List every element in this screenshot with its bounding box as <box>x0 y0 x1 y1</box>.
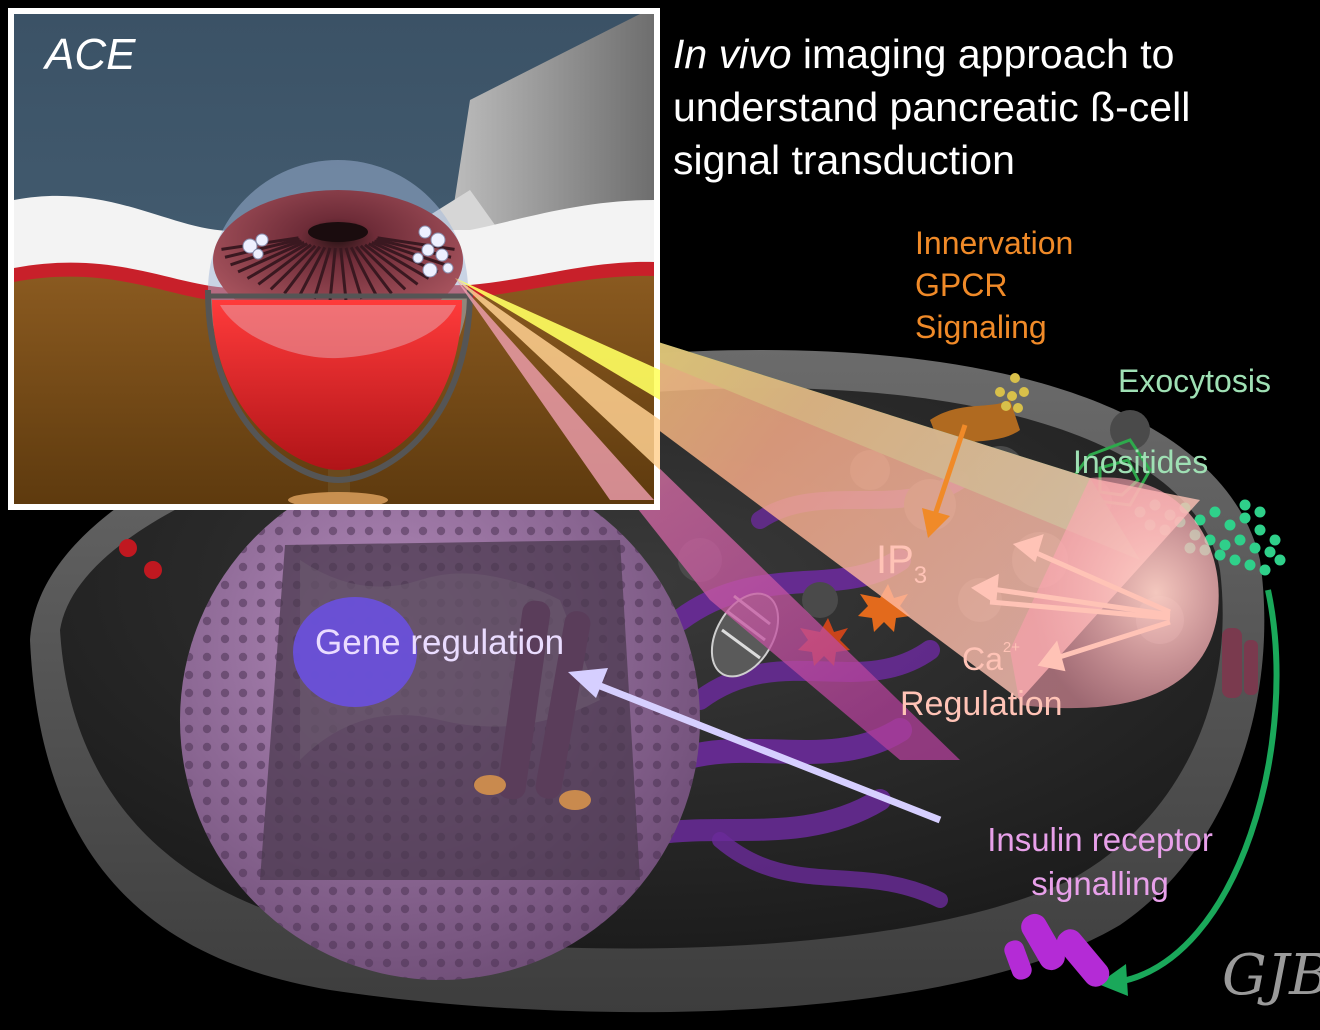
secretory-granule <box>1229 554 1241 566</box>
iris-striation <box>349 246 379 298</box>
title-line-2: understand pancreatic ß-cell <box>673 84 1191 130</box>
iris-striation <box>359 244 407 291</box>
insulin-receptor-molecules <box>1004 913 1110 987</box>
title-line-1: In vivo imaging approach to <box>673 28 1313 81</box>
secretory-granule <box>1244 559 1256 571</box>
secretory-granule <box>1219 539 1231 551</box>
secretory-granule <box>1209 506 1221 518</box>
secretory-granule <box>1259 564 1271 576</box>
beam-origin <box>455 278 660 500</box>
iris-striations <box>221 236 455 301</box>
chromatin-blob <box>293 597 417 707</box>
iris-striation <box>269 244 317 291</box>
title-line-3: signal transduction <box>673 137 1015 183</box>
secretory-granule <box>1214 549 1226 561</box>
gene-regulation-arrow <box>568 668 942 824</box>
figure-title: In vivo imaging approach to understand p… <box>673 28 1313 187</box>
iris-striation <box>297 246 327 298</box>
regulation-label: Regulation <box>900 685 1063 723</box>
artist-signature: GJB <box>1222 943 1320 1008</box>
iris-striation <box>364 243 419 286</box>
title-italic: In vivo <box>673 31 792 77</box>
secretory-granule <box>1239 499 1251 511</box>
signalling-text: signalling <box>1031 865 1169 902</box>
iris-striation <box>246 242 309 280</box>
iris-striation <box>283 245 322 295</box>
inositides-label: Inositides <box>1073 444 1209 480</box>
insulin-receptor-label: Insulin receptor signalling <box>940 818 1260 906</box>
calcium-text: Ca <box>962 641 1003 677</box>
innervation-arrow <box>922 424 968 538</box>
iris-striation <box>367 242 430 280</box>
iris-striation <box>312 247 332 300</box>
nucleus <box>180 460 700 980</box>
membrane-proteins <box>119 539 162 579</box>
exocytosis-return-arrow <box>1098 589 1280 996</box>
secretory-granule <box>1274 554 1286 566</box>
ip3-label: IP3 <box>876 538 927 589</box>
signal-halo <box>1010 477 1219 709</box>
secretory-granule <box>1249 542 1261 554</box>
title-line-1-rest: imaging approach to <box>791 31 1175 77</box>
iris-striation <box>257 243 312 286</box>
iris-striation <box>224 237 301 259</box>
ace-label: ACE <box>45 30 136 79</box>
iris-striation <box>373 239 446 267</box>
iris-striation <box>377 236 455 251</box>
secretory-granule <box>1269 534 1281 546</box>
iris-striation <box>344 247 364 300</box>
iris-striation <box>230 239 303 267</box>
secretory-granule <box>1254 506 1266 518</box>
iris-striation <box>339 247 348 301</box>
secretory-granule <box>1264 546 1276 558</box>
secretory-granule <box>1194 514 1206 526</box>
secretory-granule <box>1254 524 1266 536</box>
gpcr-text: GPCR <box>915 267 1008 303</box>
ip3-text: IP <box>876 538 914 582</box>
iris-striation <box>354 245 393 295</box>
calcium-label: Ca2+ <box>962 639 1021 677</box>
insulin-receptor-text: Insulin receptor <box>987 821 1213 858</box>
ip3-subscript: 3 <box>913 562 928 589</box>
ace-inset <box>8 8 660 510</box>
gpcr-molecule <box>930 373 1029 445</box>
golgi <box>1222 628 1258 698</box>
gene-regulation-label: Gene regulation <box>315 623 565 662</box>
signaling-text: Signaling <box>915 309 1047 345</box>
innervation-text: Innervation <box>915 225 1074 261</box>
innervation-label: Innervation GPCR Signaling <box>915 222 1073 348</box>
secretory-granule <box>1224 519 1236 531</box>
calcium-superscript: 2+ <box>1002 639 1021 656</box>
calcium-arrows <box>971 534 1172 672</box>
exocytosis-label: Exocytosis <box>1118 363 1271 399</box>
iris-striation <box>328 247 337 301</box>
secretory-granule <box>1239 512 1251 524</box>
secretory-granule <box>1234 534 1246 546</box>
iris-striation <box>237 241 305 274</box>
islets <box>242 225 454 278</box>
